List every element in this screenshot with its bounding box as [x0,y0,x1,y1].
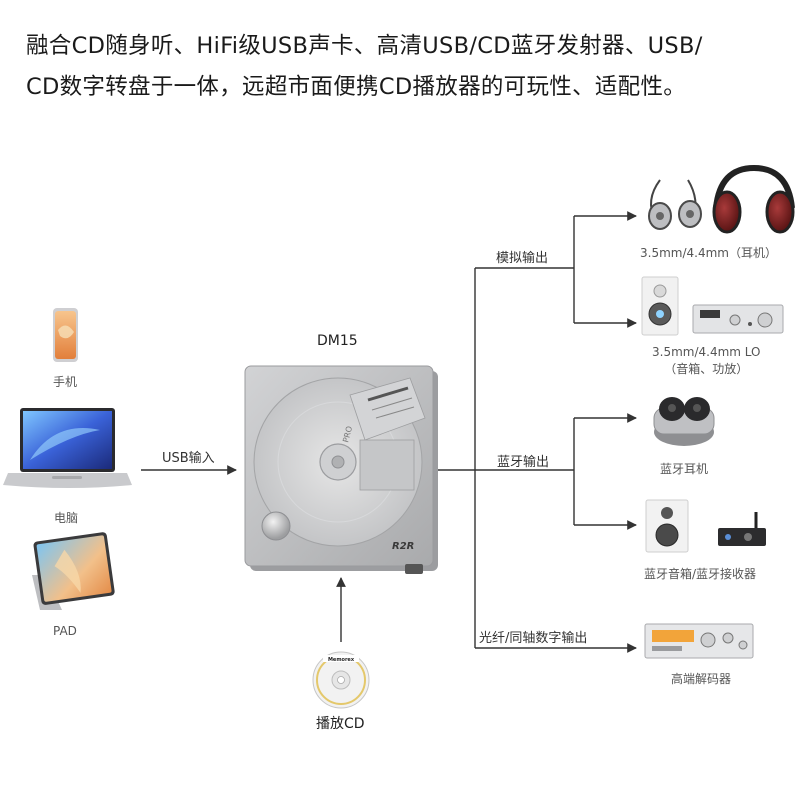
laptop-label: 电脑 [54,509,78,526]
lo-caption-line-1: 3.5mm/4.4mm LO [652,344,761,361]
cd-brand-text: Memorex [328,657,355,663]
lo-caption-line-2: （音箱、功放） [652,361,761,378]
dm15-device: PRO R2R [245,366,438,574]
bt-speaker-caption: 蓝牙音箱/蓝牙接收器 [644,565,756,582]
analog-output-label: 模拟输出 [496,247,548,266]
bt-speaker-icon [646,500,688,552]
headphones-caption: 3.5mm/4.4mm（耳机） [640,244,777,261]
volume-knob-icon [262,512,290,540]
laptop-icon [3,408,132,488]
bookshelf-speaker-icon [642,277,678,335]
bt-receiver-icon [718,512,766,546]
device-title: DM15 [317,333,358,349]
cd-disc-icon: Memorex [313,652,369,708]
cd-label: 播放CD [316,713,365,733]
iem-earphones-icon [649,180,701,229]
dac-caption: 高端解码器 [671,670,731,687]
digital-output-label: 光纤/同轴数字输出 [479,627,587,646]
headphones-icon [714,168,793,232]
amplifier-icon [693,305,783,333]
brand-logo-text: R2R [392,541,414,552]
dac-icon [645,624,753,658]
bt-earbuds-icon [654,397,714,446]
tablet-icon [32,532,115,610]
tablet-label: PAD [53,624,77,638]
bluetooth-output-label: 蓝牙输出 [497,451,549,470]
jack-port-icon [405,564,423,574]
usb-input-label: USB输入 [162,447,215,466]
phone-icon [53,308,78,362]
lo-caption: 3.5mm/4.4mm LO （音箱、功放） [652,344,761,378]
phone-label: 手机 [53,373,77,390]
bt-earbuds-caption: 蓝牙耳机 [660,460,708,477]
